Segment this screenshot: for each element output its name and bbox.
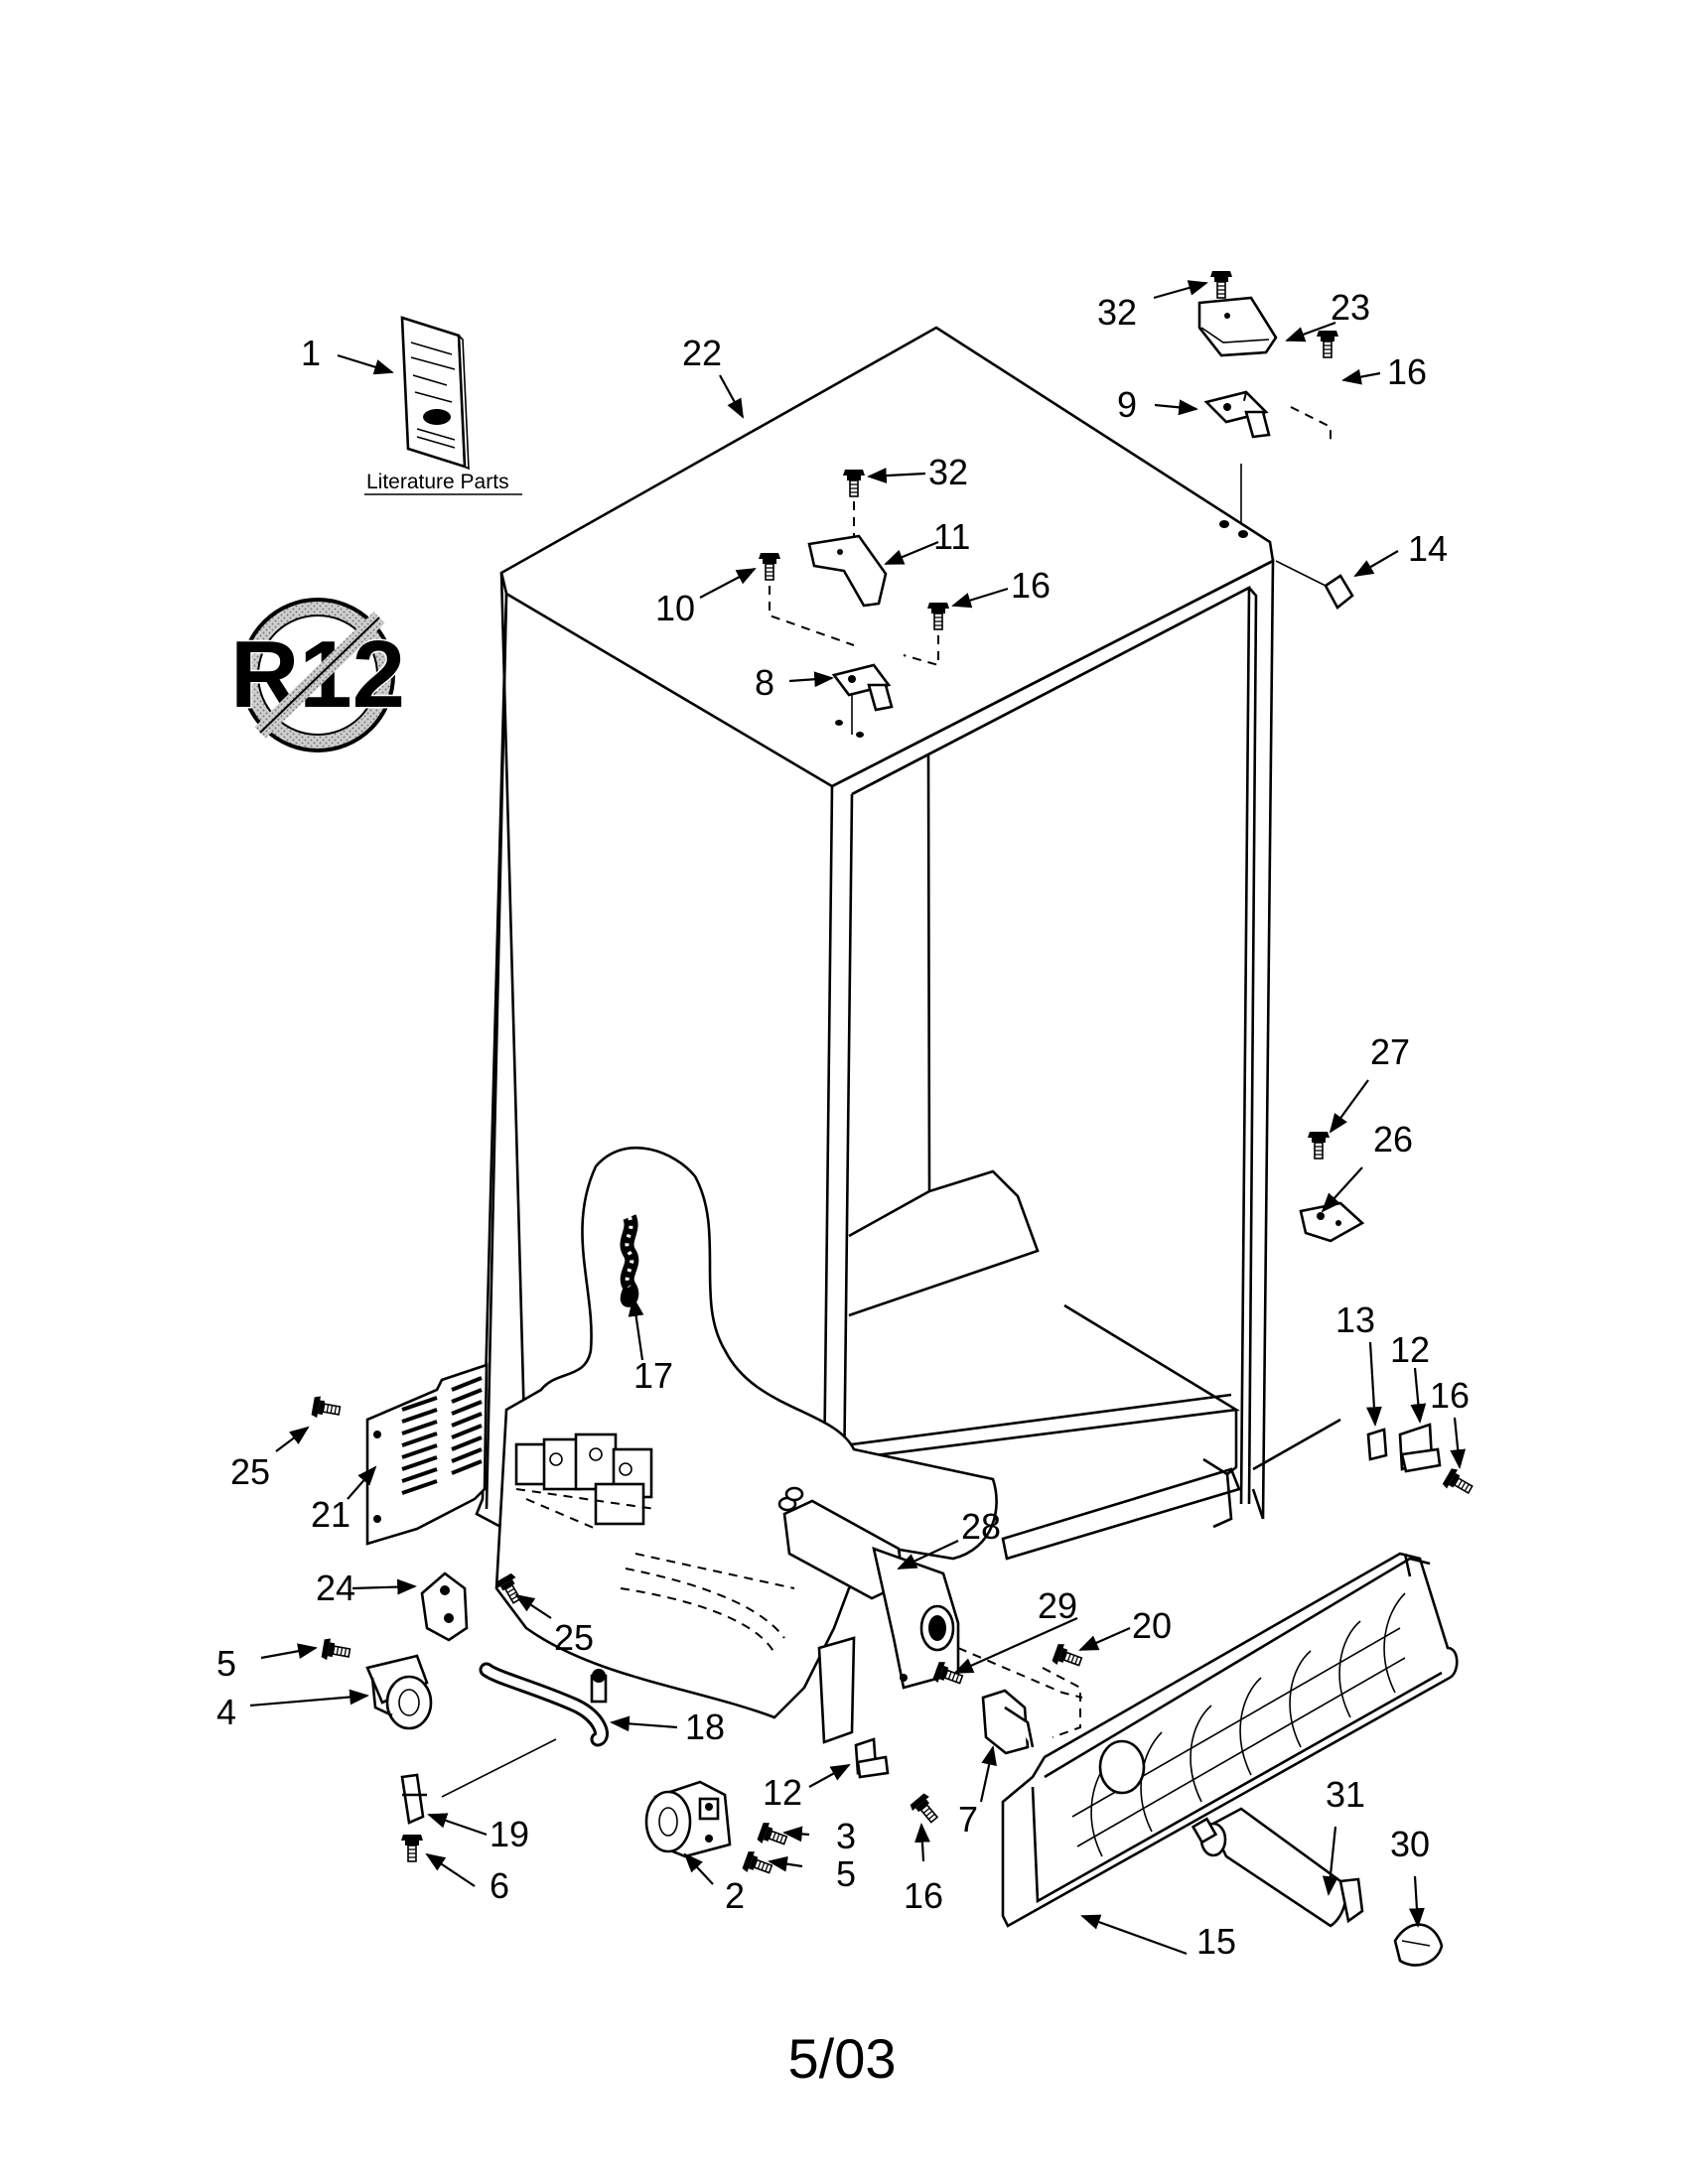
callout-20: 20 [1132,1605,1172,1646]
drain-tube-18-part [479,1662,609,1747]
callout-2: 2 [725,1875,745,1916]
callout-14: 14 [1408,528,1448,569]
compressor-relay-part [514,1433,656,1530]
spacer-13-part [1366,1428,1388,1461]
literature-booklet-icon [400,316,470,471]
filter-cartridge-31-part [1191,1807,1364,1928]
screw-32-top-icon [1209,270,1233,299]
bracket-12-right-part [1398,1423,1442,1473]
callout-26: 26 [1373,1119,1413,1160]
callout-1: 1 [301,333,321,373]
filter-cap-30-part [1393,1923,1444,1967]
callout-5-center: 5 [836,1853,856,1894]
callout-32-center: 32 [928,452,968,492]
callout-28: 28 [961,1506,1001,1547]
callout-16-right: 16 [1430,1375,1470,1416]
bracket-24-part [420,1571,469,1642]
hinge-cover-23-part [1197,296,1278,357]
screw-6-icon [400,1834,424,1862]
callout-21: 21 [311,1494,351,1535]
literature-parts-label: Literature Parts [366,471,509,493]
screw-16-center-low-icon [908,1791,944,1828]
callout-7: 7 [958,1799,978,1840]
callout-19: 19 [490,1814,529,1854]
callout-22: 22 [682,333,722,373]
callout-29: 29 [1038,1585,1077,1626]
screw-5-left-icon [320,1636,352,1665]
roller-2-part [644,1780,732,1858]
roller-4-part [365,1654,433,1730]
screw-16-right-icon [1441,1465,1477,1500]
hinge-9-part [1203,390,1271,439]
callout-4: 4 [216,1692,236,1732]
callout-16-top: 16 [1387,351,1427,392]
date-code: 5/03 [788,2027,897,2090]
leader-lines [249,280,1467,1956]
screw-16-top-icon [1316,330,1339,358]
callout-18: 18 [685,1706,725,1747]
callout-12-center: 12 [763,1772,802,1813]
drain-hose-part [620,1214,639,1307]
screw-3-icon [756,1820,790,1851]
callout-16-bottom: 16 [904,1875,943,1916]
callout-32-top: 32 [1097,292,1137,333]
hinge-cover-11-part [807,534,888,608]
clip-19-part [400,1773,427,1825]
plug-14-part [1324,574,1354,610]
callout-25-center: 25 [554,1617,594,1658]
callout-10: 10 [655,588,695,628]
no-r12-badge-icon: R12 [228,598,407,752]
callout-15: 15 [1196,1921,1236,1962]
duct-28-part [777,1486,960,1690]
callout-23: 23 [1331,287,1370,328]
toe-grille-15-part [1001,1552,1459,1928]
callout-11: 11 [933,516,970,557]
screw-25-left-icon [310,1394,343,1423]
bracket-26-part [1299,1201,1365,1243]
screw-5-center-icon [741,1848,775,1880]
callout-31: 31 [1326,1774,1365,1815]
bracket-7-part [981,1689,1035,1755]
callout-9: 9 [1117,384,1137,425]
screw-20-icon [1051,1641,1085,1673]
bracket-12-center-part [854,1737,890,1779]
callout-30: 30 [1390,1824,1430,1864]
callout-27: 27 [1370,1031,1410,1072]
access-panel-21-part [365,1363,489,1546]
callout-6: 6 [490,1865,509,1906]
callout-8: 8 [755,662,774,703]
cabinet-cutaway [494,1146,998,1744]
callout-13: 13 [1335,1299,1375,1340]
callout-25-left: 25 [230,1451,270,1492]
callout-3: 3 [836,1816,856,1856]
hinge-8-part [831,663,894,712]
callout-12-right: 12 [1390,1329,1430,1370]
callout-24: 24 [316,1568,355,1608]
callout-5-left: 5 [216,1643,236,1684]
callout-16-center: 16 [1011,565,1051,606]
callout-17: 17 [633,1355,673,1396]
screw-27-icon [1307,1131,1331,1160]
